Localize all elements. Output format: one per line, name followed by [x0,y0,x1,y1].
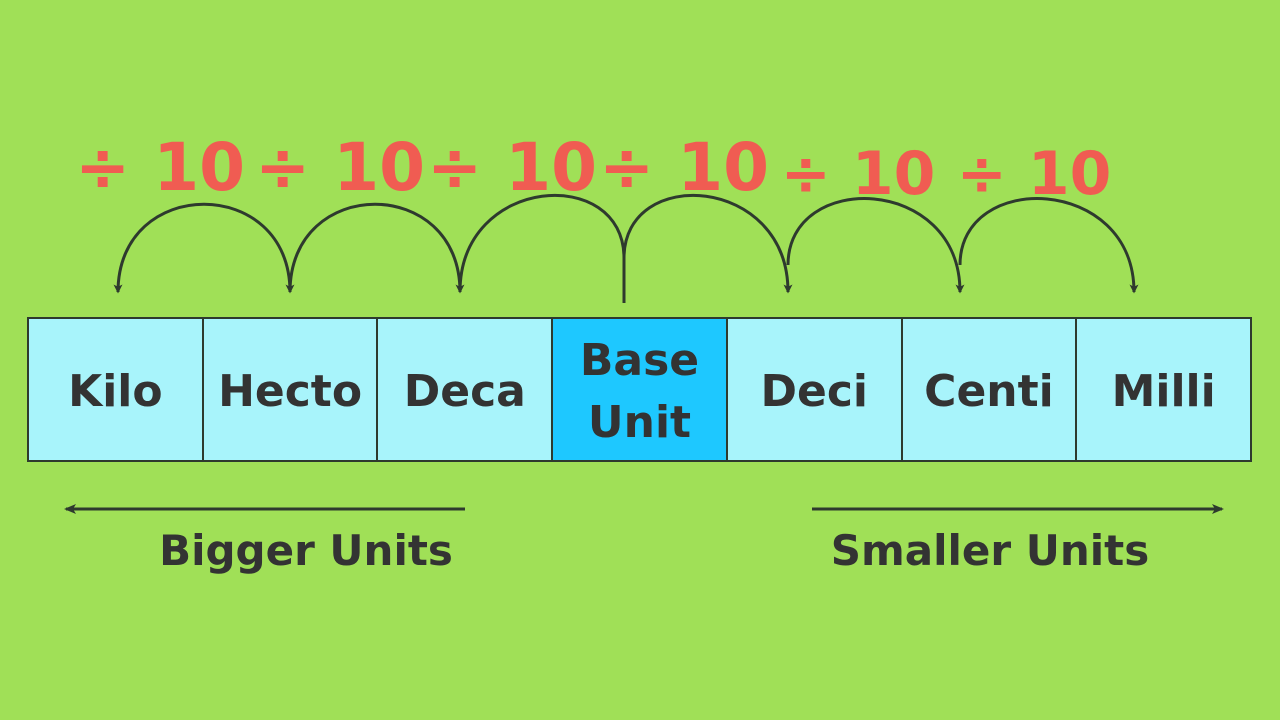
arrow-deca-to-hecto [285,202,462,294]
operator-kilo-hecto: ÷ 10 [74,129,246,206]
unit-cell-deci: Deci [728,319,903,460]
direction-arrows [64,504,1224,514]
arrow-deci-to-centi [786,197,965,294]
unit-cell-milli: Milli [1111,365,1216,417]
operator-deca-base: ÷ 10 [426,129,598,206]
operator-hecto-deca: ÷ 10 [254,129,426,206]
unit-cell-kilo: Kilo [29,319,204,460]
operator-base-deci: ÷ 10 [598,129,770,206]
arrow-hecto-to-kilo [113,202,292,294]
bigger-units-label: Bigger Units [159,526,453,575]
unit-strip: Kilo Hecto Deca Base Unit Deci Centi Mil… [27,317,1252,462]
arrow-base-to-deca [455,193,626,294]
unit-cell-deca: Deca [378,319,554,460]
smaller-units-label: Smaller Units [830,526,1150,575]
arrow-base-to-deci [622,193,793,294]
unit-cell-hecto: Hecto [204,319,379,460]
unit-cell-centi: Centi [903,319,1078,460]
conversion-arrows [113,193,1139,303]
unit-cell-base: Base Unit [553,319,728,460]
arrow-centi-to-milli [958,197,1139,294]
